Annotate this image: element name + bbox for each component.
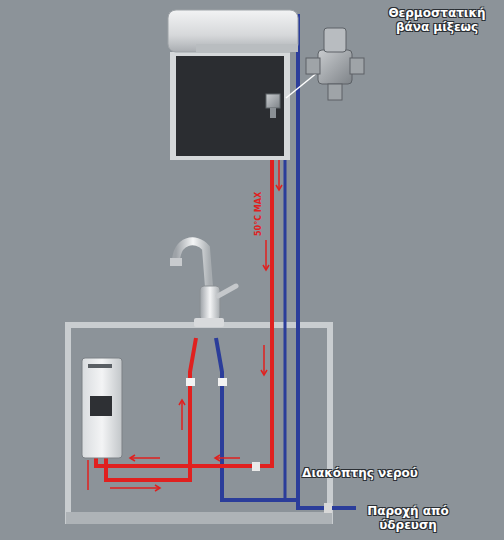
- illustration-part: [263, 345, 265, 375]
- illustration-part: [87, 460, 89, 490]
- illustration-part: [290, 16, 356, 508]
- illustration-part: [318, 50, 352, 84]
- illustration-part: [179, 400, 185, 405]
- illustration-part: [276, 185, 282, 190]
- illustration-part: [278, 160, 280, 190]
- illustration-part: [263, 265, 269, 270]
- illustration-part: [350, 58, 364, 74]
- illustration-part: [90, 396, 112, 416]
- illustration-part: [328, 84, 342, 100]
- illustration-part: [266, 94, 280, 108]
- illustration-part: [200, 286, 220, 320]
- illustration-part: [176, 56, 284, 156]
- illustration-part: [68, 325, 330, 521]
- illustration-part: [194, 318, 224, 327]
- illustration-part: [155, 485, 160, 491]
- illustration-part: [130, 455, 135, 461]
- illustration-part: [286, 72, 318, 98]
- illustration-part: [196, 44, 298, 52]
- illustration-part: [170, 258, 182, 266]
- switch-label: Διακόπτης νερού: [300, 466, 420, 480]
- valve-label: Θερμοστατική βάνα μίξεως: [372, 6, 502, 34]
- illustration-part: [168, 10, 298, 52]
- temperature-note: 50°C MAX: [254, 192, 263, 236]
- illustration-part: [215, 455, 220, 461]
- illustration-part: [218, 286, 236, 296]
- illustration-part: [270, 108, 276, 118]
- illustration-part: [88, 364, 112, 368]
- illustration-part: [284, 108, 287, 500]
- illustration-part: [186, 378, 195, 386]
- illustration-part: [252, 462, 260, 471]
- illustration-part: [216, 338, 298, 500]
- illustration-part: [215, 457, 240, 459]
- illustration-part: [324, 503, 332, 513]
- illustration-part: [324, 28, 346, 52]
- illustration-part: [110, 487, 160, 489]
- illustration-part: [306, 58, 320, 74]
- illustration-part: [82, 358, 122, 458]
- illustration-part: [66, 512, 332, 524]
- illustration-part: [170, 52, 290, 160]
- illustration-part: [181, 400, 183, 430]
- illustration-part: [218, 378, 227, 386]
- illustration-part: [130, 457, 160, 459]
- illustration-part: [261, 370, 267, 375]
- illustration-part: [265, 240, 267, 270]
- supply-label: Παροχή από ύδρευση: [352, 504, 464, 532]
